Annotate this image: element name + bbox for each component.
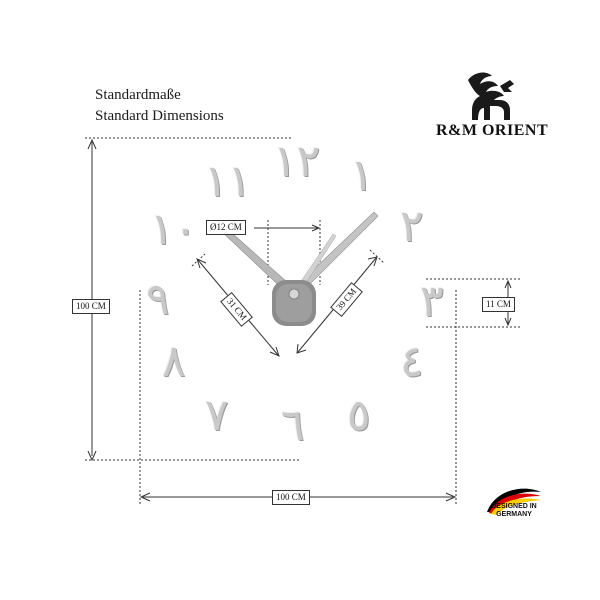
hub-diameter-label: Ø12 CM (206, 220, 246, 235)
clock-hub (272, 280, 316, 326)
numeral-9: ٩ (146, 274, 170, 325)
brand-name: R&M ORIENT (436, 122, 549, 139)
designed-in-germany-text: DESIGNED IN GERMANY (484, 503, 544, 519)
numeral-2: ٢ (400, 201, 424, 252)
numeral-7: ٧ (205, 390, 229, 441)
numeral-10: ١٠ (150, 204, 198, 255)
numeral-height-dimension-line (426, 278, 522, 328)
numeral-3: ٣ (420, 276, 444, 327)
height-dimension-line (85, 137, 300, 462)
numeral-4: ٤ (400, 336, 424, 387)
numeral-5: ٥ (347, 390, 371, 441)
badge-line-2: GERMANY (496, 511, 532, 518)
numeral-8: ٨ (162, 336, 186, 387)
numeral-6: ٦ (281, 400, 305, 451)
griffin-logo-icon (468, 72, 514, 120)
badge-line-1: DESIGNED IN (491, 503, 537, 510)
numeral-11: ١١ (204, 156, 252, 207)
hub-diameter-dimension-line (254, 220, 321, 285)
heading-standard-dimensions: Standard Dimensions (95, 108, 224, 124)
numeral-12: ١٢ (273, 136, 321, 187)
numeral-1: ١ (350, 150, 374, 201)
height-dimension-label: 100 CM (72, 299, 110, 314)
heading-standardmasse: Standardmaße (95, 87, 181, 103)
numeral-height-label: 11 CM (482, 297, 515, 312)
germany-flag-swoosh-icon (487, 488, 541, 515)
width-dimension-label: 100 CM (272, 490, 310, 505)
